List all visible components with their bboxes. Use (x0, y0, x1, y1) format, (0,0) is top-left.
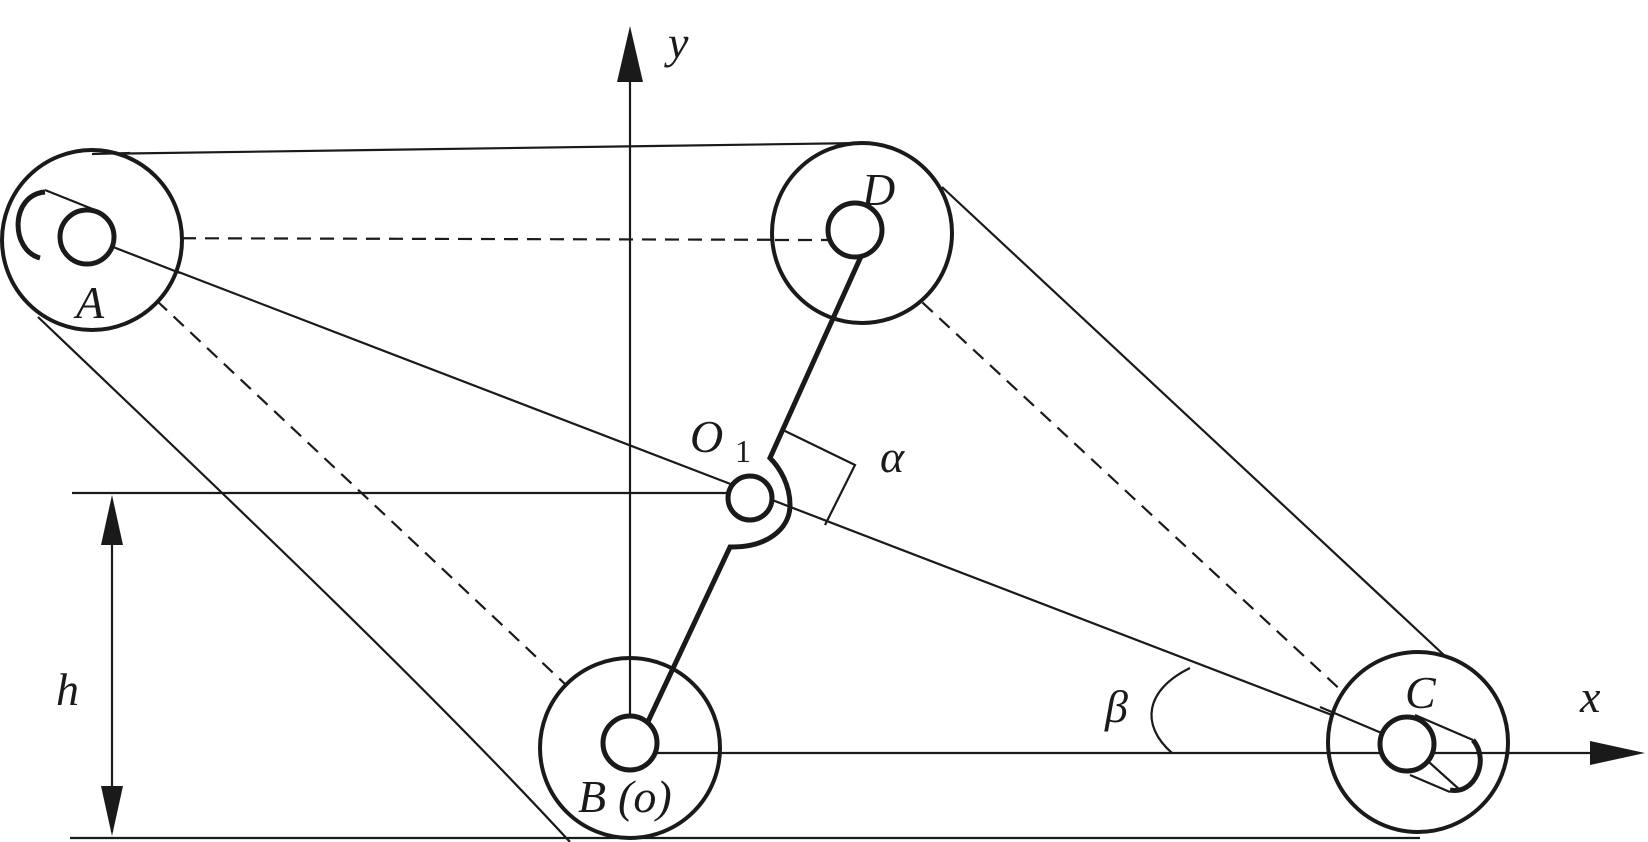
pin-c (1377, 714, 1437, 774)
point-c-label: C (1405, 667, 1437, 718)
fitting-a-line (44, 188, 96, 212)
beta-angle-arc (1150, 667, 1191, 754)
belt-top-line (91, 141, 863, 156)
point-b-origin-label: (o) (618, 771, 672, 822)
y-axis-label: y (664, 17, 689, 68)
height-arrow-bottom (101, 786, 123, 836)
point-o1-subscript: 1 (735, 433, 751, 469)
point-b-label: B (578, 771, 606, 822)
height-label: h (56, 664, 79, 715)
x-axis-arrowhead (1590, 741, 1645, 765)
fitting-c-line-top (1414, 713, 1474, 742)
y-axis-arrowhead (617, 26, 643, 82)
belt-right-line (941, 186, 1461, 671)
bent-link-bd (642, 250, 866, 730)
angle-beta-label: β (1104, 681, 1128, 732)
pin-b (600, 713, 660, 773)
dashed-a-b-line (139, 284, 631, 746)
belt-top-over (91, 151, 131, 156)
x-axis-label: x (1579, 671, 1601, 722)
pin-o1 (725, 473, 775, 523)
fitting-a-arc (15, 189, 46, 261)
belt-left-line (37, 316, 571, 842)
fitting-c-arc (1449, 738, 1483, 793)
pin-d (825, 200, 885, 260)
point-a-label: A (73, 277, 105, 328)
point-d-label: D (861, 164, 895, 215)
point-o1-label: O (690, 411, 723, 462)
dashed-a-d-line (89, 236, 856, 242)
dashed-d-c-line (854, 239, 1401, 746)
height-arrow-top (101, 495, 123, 545)
fitting-c-line (1409, 773, 1451, 794)
pin-a (57, 207, 117, 267)
alpha-right-angle-marker (782, 429, 857, 526)
angle-alpha-label: α (880, 431, 905, 482)
